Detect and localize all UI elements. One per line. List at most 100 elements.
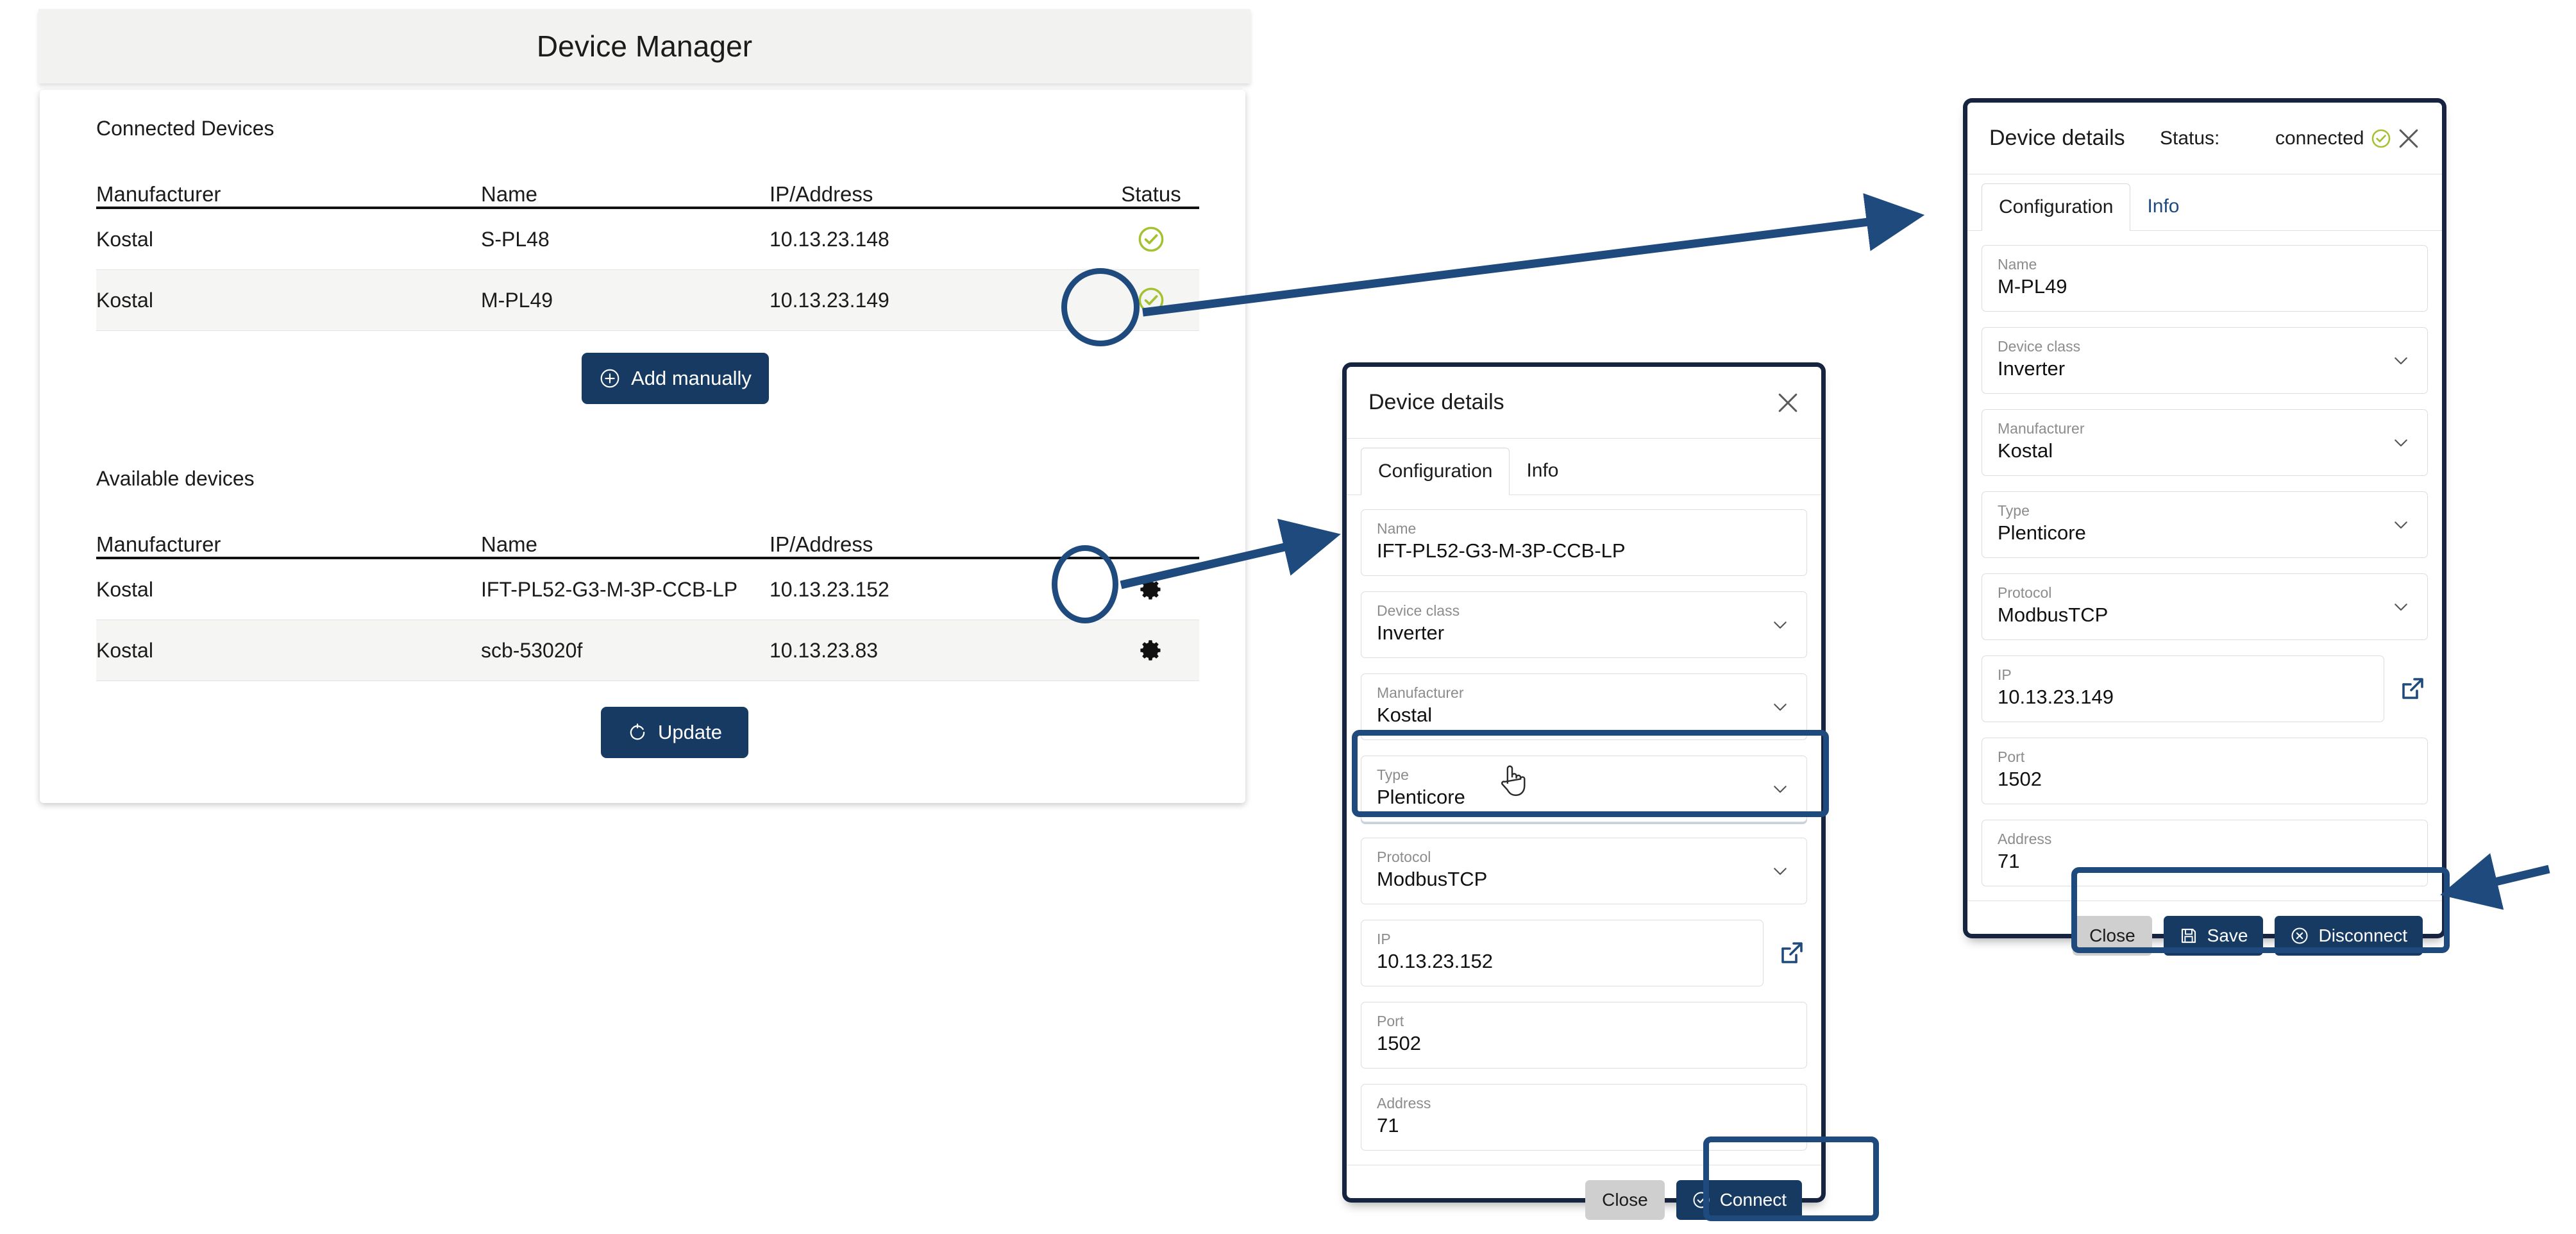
field-address-label: Address (1377, 1095, 1431, 1111)
chevron-down-icon (1774, 621, 1787, 629)
tab-info[interactable]: Info (2147, 196, 2180, 217)
tab-info[interactable]: Info (1526, 460, 1559, 481)
chevron-down-icon (1774, 704, 1787, 711)
chevron-down-icon (2395, 357, 2407, 365)
close-icon[interactable] (2395, 124, 2423, 153)
annotation-arrow-to-disconnect (2440, 853, 2550, 910)
field-port[interactable]: Port 1502 (1982, 738, 2428, 804)
field-address[interactable]: Address 71 (1982, 820, 2428, 886)
table-header-row: Manufacturer Name IP/Address (96, 509, 1199, 559)
field-ip[interactable]: IP 10.13.23.152 (1361, 920, 1764, 986)
close-icon[interactable] (1774, 389, 1802, 417)
column-status: Status (1121, 182, 1181, 206)
field-ip[interactable]: IP 10.13.23.149 (1982, 655, 2384, 722)
check-circle-green-icon (2372, 129, 2391, 148)
field-manufacturer-value: Kostal (1377, 704, 1433, 726)
field-protocol[interactable]: Protocol ModbusTCP (1361, 838, 1807, 904)
external-link-icon[interactable] (1776, 938, 1807, 968)
save-label: Save (2207, 925, 2248, 945)
dialog-footer: Close Connect (1347, 1165, 1821, 1234)
dialog-title: Device details (1368, 390, 1504, 414)
gear-icon (1140, 640, 1161, 661)
column-name: Name (481, 532, 538, 556)
field-device-class[interactable]: Device class Inverter (1361, 591, 1807, 658)
cell-manufacturer: Kostal (96, 288, 153, 312)
cell-ip: 10.13.23.83 (770, 638, 879, 662)
dialog-footer: Close Save Disconnect (1967, 900, 2442, 970)
dialog-title: Device details (1989, 126, 2125, 150)
external-link-icon[interactable] (2397, 673, 2428, 704)
cell-ip: 10.13.23.149 (770, 288, 889, 312)
tab-configuration[interactable]: Configuration (1982, 183, 2131, 231)
field-protocol-value: ModbusTCP (1998, 604, 2109, 626)
field-ip-row: IP 10.13.23.152 (1361, 920, 1807, 986)
field-ip-value: 10.13.23.152 (1377, 950, 1494, 972)
check-circle-green-icon (1138, 287, 1164, 313)
tab-configuration[interactable]: Configuration (1361, 448, 1510, 495)
check-circle-green-icon (1138, 226, 1164, 252)
update-button[interactable]: Update (601, 707, 748, 758)
cell-name: IFT-PL52-G3-M-3P-CCB-LP (481, 577, 738, 601)
field-address[interactable]: Address 71 (1361, 1084, 1807, 1151)
field-protocol-label: Protocol (1377, 849, 1431, 865)
connect-button[interactable]: Connect (1676, 1179, 1802, 1220)
disconnect-label: Disconnect (2318, 925, 2407, 945)
device-manager-card: Connected Devices Manufacturer Name IP/A… (40, 90, 1245, 803)
chevron-down-icon (2395, 521, 2407, 529)
chevron-down-icon (2395, 439, 2407, 447)
close-button[interactable]: Close (1585, 1179, 1665, 1220)
device-manager-header: Device Manager (38, 9, 1250, 83)
add-manually-label: Add manually (631, 367, 752, 389)
field-name[interactable]: Name IFT-PL52-G3-M-3P-CCB-LP (1361, 509, 1807, 576)
dialog-body: Name M-PL49 Device class Inverter Manufa… (1967, 231, 2442, 900)
table-row[interactable]: Kostal M-PL49 10.13.23.149 (96, 270, 1199, 331)
field-name-label: Name (1998, 256, 2037, 273)
chevron-down-icon (1774, 868, 1787, 875)
floppy-disk-icon (2181, 928, 2196, 943)
table-row[interactable]: Kostal scb-53020f 10.13.23.83 (96, 620, 1199, 681)
field-ip-value: 10.13.23.149 (1998, 686, 2114, 708)
table-row[interactable]: Kostal IFT-PL52-G3-M-3P-CCB-LP 10.13.23.… (96, 559, 1199, 620)
field-name[interactable]: Name M-PL49 (1982, 245, 2428, 312)
cell-name: scb-53020f (481, 638, 583, 662)
field-manufacturer[interactable]: Manufacturer Kostal (1982, 409, 2428, 476)
column-ip: IP/Address (770, 532, 873, 556)
status-badge[interactable] (1103, 285, 1199, 315)
field-address-value: 71 (1998, 850, 2020, 872)
field-protocol[interactable]: Protocol ModbusTCP (1982, 573, 2428, 640)
disconnect-button[interactable]: Disconnect (2275, 915, 2423, 956)
connected-devices-table: Manufacturer Name IP/Address Status Kost… (96, 159, 1199, 331)
field-type[interactable]: Type Plenticore (1361, 756, 1807, 822)
x-circle-icon (2291, 927, 2308, 943)
field-name-value: IFT-PL52-G3-M-3P-CCB-LP (1377, 539, 1626, 562)
status-label: Status: (2160, 127, 2220, 149)
field-manufacturer[interactable]: Manufacturer Kostal (1361, 673, 1807, 740)
update-label: Update (658, 721, 722, 743)
connect-label: Connect (1719, 1189, 1787, 1210)
plus-circle-icon (600, 369, 619, 388)
field-type-value: Plenticore (1998, 521, 2086, 544)
field-port-label: Port (1377, 1013, 1404, 1029)
status-badge (1103, 224, 1199, 254)
field-port[interactable]: Port 1502 (1361, 1002, 1807, 1069)
connected-devices-label: Connected Devices (96, 117, 274, 140)
cell-manufacturer: Kostal (96, 577, 153, 601)
available-devices-label: Available devices (96, 467, 255, 490)
close-button[interactable]: Close (2073, 915, 2152, 956)
save-button[interactable]: Save (2163, 915, 2264, 956)
field-port-label: Port (1998, 748, 2025, 765)
field-type[interactable]: Type Plenticore (1982, 491, 2428, 558)
row-settings-button[interactable] (1103, 637, 1199, 664)
available-devices-table: Manufacturer Name IP/Address Kostal IFT-… (96, 509, 1199, 681)
dialog-tabs: Configuration Info (1347, 439, 1821, 495)
add-manually-button[interactable]: Add manually (582, 353, 769, 404)
dialog-tabs: Configuration Info (1967, 174, 2442, 231)
dialog-header: Device details (1347, 367, 1821, 439)
table-row[interactable]: Kostal S-PL48 10.13.23.148 (96, 209, 1199, 270)
field-device-class[interactable]: Device class Inverter (1982, 327, 2428, 394)
field-protocol-label: Protocol (1998, 584, 2052, 601)
row-settings-button[interactable] (1103, 576, 1199, 603)
table-header-row: Manufacturer Name IP/Address Status (96, 159, 1199, 209)
field-protocol-value: ModbusTCP (1377, 868, 1488, 890)
cell-name: M-PL49 (481, 288, 553, 312)
